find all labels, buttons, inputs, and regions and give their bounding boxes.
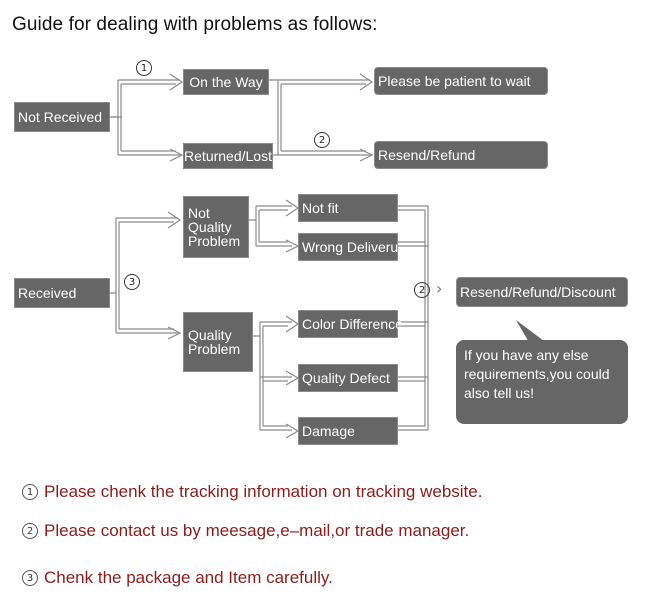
node-returned-lost: Returned/Lost xyxy=(183,143,273,169)
node-quality-defect: Quality Defect xyxy=(298,364,398,392)
note-marker-3: 3 xyxy=(22,570,38,586)
bubble-line-1: If you have any else xyxy=(464,347,589,363)
note-2: 2 Please contact us by meesage,e–mail,or… xyxy=(22,521,469,541)
step-marker-2: 2 xyxy=(314,132,330,148)
bubble-line-2: requirements,you could xyxy=(464,366,610,382)
note-3: 3 Chenk the package and Item carefully. xyxy=(22,568,333,588)
note-text-1: Please chenk the tracking information on… xyxy=(44,482,483,501)
node-resend-refund-discount: Resend/Refund/Discount xyxy=(456,277,628,307)
node-color-difference: Color Difference xyxy=(298,310,403,338)
step-marker-1: 1 xyxy=(136,60,152,76)
node-received: Received xyxy=(14,278,110,308)
node-not-quality-line-2: Quality xyxy=(188,219,232,235)
node-quality-line-1: Quality xyxy=(188,327,232,343)
note-1: 1 Please chenk the tracking information … xyxy=(22,482,482,502)
node-not-received: Not Received xyxy=(14,102,110,132)
node-quality-line-2: Problem xyxy=(188,341,241,357)
speech-bubble: If you have any else requirements,you co… xyxy=(456,340,628,424)
node-on-the-way: On the Way xyxy=(183,69,269,95)
page-title: Guide for dealing with problems as follo… xyxy=(12,14,378,35)
node-not-quality-line-1: Not xyxy=(188,205,210,221)
node-resend-refund: Resend/Refund xyxy=(374,141,548,169)
node-damage: Damage xyxy=(298,417,398,445)
node-wrong-delivery: Wrong Deliveru xyxy=(298,233,398,261)
node-not-fit: Not fit xyxy=(298,194,398,222)
chevron-right-icon: › xyxy=(436,279,443,298)
note-text-3: Chenk the package and Item carefully. xyxy=(44,568,333,587)
node-please-wait: Please be patient to wait xyxy=(374,67,548,95)
step-marker-2b: 2 xyxy=(414,282,430,298)
note-marker-1: 1 xyxy=(22,484,38,500)
bubble-line-3: also tell us! xyxy=(464,385,535,401)
note-text-2: Please contact us by meesage,e–mail,or t… xyxy=(44,521,470,540)
note-marker-2: 2 xyxy=(22,523,38,539)
node-not-quality-problem: Not Quality Problem xyxy=(183,196,249,258)
step-marker-3: 3 xyxy=(124,274,140,290)
node-quality-problem: Quality Problem xyxy=(183,312,253,372)
node-not-quality-line-3: Problem xyxy=(188,233,241,249)
